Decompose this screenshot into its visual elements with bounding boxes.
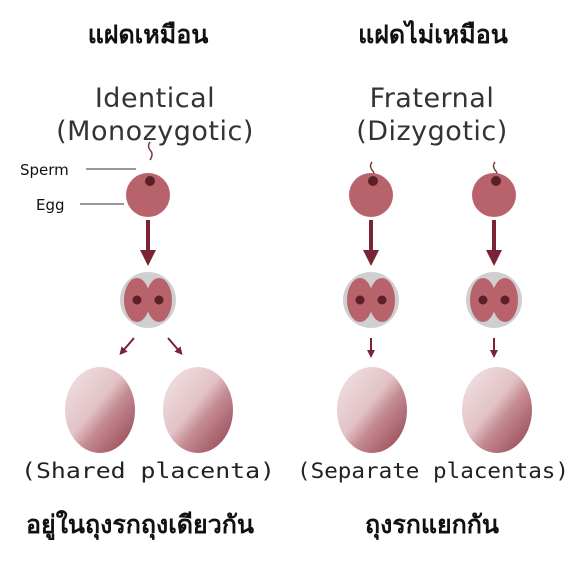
heading-fraternal-thai: แฝดไม่เหมือน [358, 19, 508, 49]
identical-zygote [120, 272, 176, 328]
identical-arrow-right [168, 338, 180, 352]
identical-egg-nucleus [145, 176, 155, 186]
identical-placenta-2 [163, 367, 233, 453]
fraternal-placenta-1 [337, 367, 407, 453]
fraternal-thai-caption: ถุงรกแยกกัน [365, 510, 499, 541]
fraternal-zygote-2 [466, 272, 522, 328]
identical-arrow-left [122, 338, 134, 352]
fraternal-placenta-2 [462, 367, 532, 453]
fraternal-subtitle: (Dizygotic) [356, 116, 508, 147]
identical-subtitle: (Monozygotic) [56, 116, 254, 147]
egg-label: Egg [36, 196, 65, 214]
fraternal-egg-1-nucleus [368, 176, 378, 186]
fraternal-zygote-1 [343, 272, 399, 328]
identical-title: Identical [95, 83, 215, 114]
sperm-label: Sperm [20, 161, 69, 179]
identical-placenta-1 [65, 367, 135, 453]
fraternal-caption: (Separate placentas) [297, 459, 569, 483]
identical-caption: (Shared placenta) [21, 459, 275, 483]
heading-identical-thai: แฝดเหมือน [88, 20, 209, 49]
identical-thai-caption: อยู่ในถุงรกถุงเดียวกัน [26, 509, 254, 541]
fraternal-title: Fraternal [370, 83, 495, 114]
fraternal-egg-2-nucleus [491, 176, 501, 186]
